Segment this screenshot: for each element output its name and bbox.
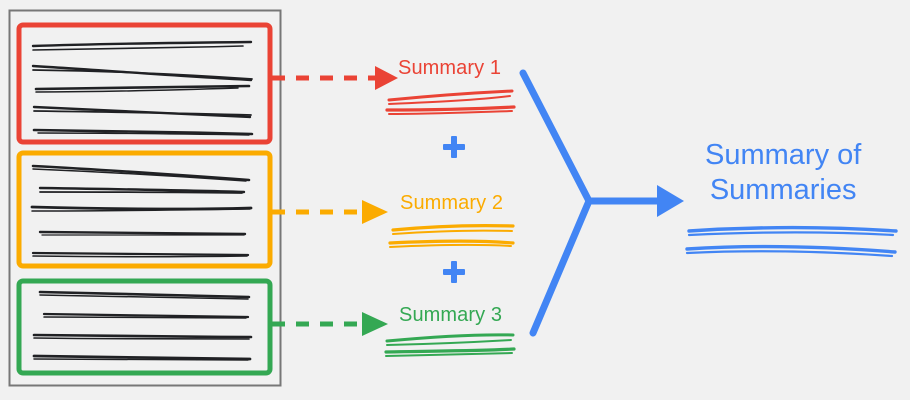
summary-3-scribble bbox=[384, 333, 516, 357]
document-box-3[interactable] bbox=[16, 278, 273, 376]
summary-2-scribble bbox=[388, 224, 515, 248]
document-box-1[interactable] bbox=[16, 22, 273, 145]
document-box-3-text-lines bbox=[32, 290, 253, 361]
final-output-title: Summary of Summaries bbox=[705, 138, 861, 209]
summary-1-label: Summary 1 bbox=[398, 57, 502, 79]
document-box-1-border bbox=[16, 22, 273, 145]
document-box-3-border bbox=[16, 278, 273, 376]
document-collection-frame bbox=[8, 9, 282, 387]
plus-icon-2 bbox=[443, 261, 465, 283]
final-output-title-line-2: Summaries bbox=[709, 174, 857, 207]
final-summary-scribble bbox=[685, 225, 898, 258]
summary-2-label: Summary 2 bbox=[400, 192, 504, 214]
final-output-title-line-1: Summary of bbox=[705, 139, 862, 171]
document-box-2[interactable] bbox=[16, 150, 273, 269]
dashed-arrow-2 bbox=[272, 200, 388, 224]
plus-icon-1 bbox=[443, 136, 465, 158]
summary-1-scribble bbox=[385, 89, 516, 115]
merge-arrow bbox=[519, 69, 684, 337]
document-box-2-text-lines bbox=[30, 164, 253, 258]
document-box-2-border bbox=[16, 150, 273, 269]
document-box-1-text-lines bbox=[31, 40, 254, 136]
dashed-arrow-1 bbox=[272, 66, 398, 90]
summary-3-label: Summary 3 bbox=[399, 304, 503, 326]
dashed-arrow-3 bbox=[272, 312, 388, 336]
